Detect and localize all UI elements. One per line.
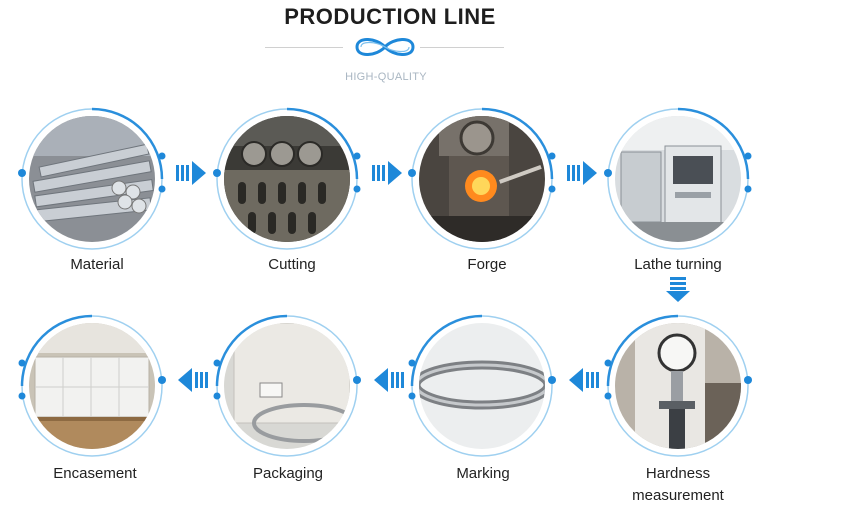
arrow-left-icon: [374, 368, 404, 392]
encasement-photo: [29, 323, 155, 449]
arrow-left-icon: [569, 368, 599, 392]
step-lathe-turning: [603, 104, 753, 254]
marking-photo: [419, 323, 545, 449]
ring-icon: [18, 107, 166, 250]
arrow-right-icon: [567, 161, 597, 185]
step-packaging: [212, 311, 362, 461]
step-hardness-measurement: [603, 311, 753, 461]
arrow-right-icon: [176, 161, 206, 185]
step-marking: [407, 311, 557, 461]
ring-icon: [408, 314, 556, 457]
lathe-photo: [615, 116, 741, 242]
ring-icon: [213, 107, 361, 250]
step-label-packaging: Packaging: [252, 465, 324, 482]
hardness-label-line-2: measurement: [632, 487, 724, 504]
hardness-photo: [615, 323, 741, 449]
arrow-down-icon: [666, 277, 690, 302]
step-encasement: [17, 311, 167, 461]
step-forge: [407, 104, 557, 254]
arrow-left-icon: [178, 368, 208, 392]
packaging-photo: [224, 323, 350, 449]
step-label-material: Material: [70, 256, 124, 273]
ring-icon: [213, 314, 361, 457]
infinity-logo-icon: [355, 38, 415, 56]
step-label-cutting: Cutting: [268, 256, 316, 273]
step-label-forge: Forge: [467, 256, 507, 273]
title-rule-right: [420, 47, 504, 48]
ring-icon: [604, 314, 752, 457]
ring-icon: [18, 314, 166, 457]
ring-icon: [604, 107, 752, 250]
step-label-marking: Marking: [456, 465, 510, 482]
step-label-lathe-turning: Lathe turning: [634, 256, 722, 273]
hardness-label-line-1: Hardness: [645, 465, 711, 482]
step-cutting: [212, 104, 362, 254]
step-label-hardness-measurement: Hardness measurement: [598, 463, 758, 507]
ring-icon: [408, 107, 556, 250]
forge-photo: [419, 116, 545, 242]
page-subtitle: HIGH-QUALITY: [345, 71, 427, 83]
cutting-photo: [224, 116, 350, 242]
step-label-encasement: Encasement: [53, 465, 137, 482]
title-rule-left: [265, 47, 343, 48]
material-photo: [29, 116, 155, 242]
page-title: PRODUCTION LINE: [284, 4, 496, 29]
step-material: [17, 104, 167, 254]
arrow-right-icon: [372, 161, 402, 185]
